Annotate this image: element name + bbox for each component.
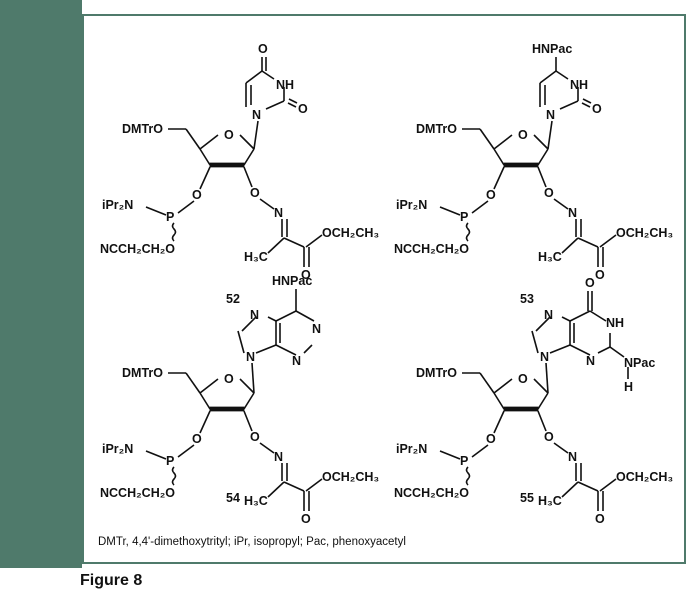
atom-o3: O — [192, 188, 202, 202]
atom-ring-o-top: O — [585, 276, 595, 290]
atom-ncc: NCCH₂CH₂O — [394, 242, 469, 256]
atom-hnpac: HNPac — [272, 274, 312, 288]
atom-o2: O — [544, 186, 554, 200]
atom-n3: N — [586, 354, 595, 368]
compound-label-54-visible: 54 — [226, 491, 240, 505]
atom-p: P — [166, 454, 174, 468]
atom-n1: N — [312, 322, 321, 336]
atom-ring-nh: NH — [570, 78, 588, 92]
atom-ring-oxygen: O — [518, 372, 528, 386]
atom-ester: OCH₂CH₃ — [322, 470, 379, 484]
atom-ring-o-top: O — [258, 42, 268, 56]
structure-55: O NH N N NPac H N O DMTrO O O P iPr₂N NC… — [394, 276, 673, 526]
atom-ipr2n: iPr₂N — [396, 198, 427, 212]
atom-n9: N — [246, 350, 255, 364]
atom-ring-oxygen: O — [224, 128, 234, 142]
atom-ester: OCH₂CH₃ — [616, 470, 673, 484]
atom-ring-n1: N — [546, 108, 555, 122]
atom-oxime-n: N — [274, 206, 283, 220]
atom-o3: O — [192, 432, 202, 446]
structure-52: O NH O N O DMTrO O O P iPr₂N NCCH₂CH₂O N… — [100, 42, 379, 306]
atom-o2: O — [544, 430, 554, 444]
structure-54: HNPac N N N N O DMTrO O O P iPr₂N NCCH₂C… — [100, 274, 379, 526]
atom-ester: OCH₂CH₃ — [322, 226, 379, 240]
left-accent-bar — [0, 0, 82, 568]
atom-p: P — [460, 210, 468, 224]
atom-ipr2n: iPr₂N — [396, 442, 427, 456]
atom-o3: O — [486, 188, 496, 202]
atom-ring-nh: NH — [276, 78, 294, 92]
atom-h: H — [624, 380, 633, 394]
atom-n7: N — [250, 308, 259, 322]
compound-label-52: 52 — [226, 292, 240, 306]
atom-oxime-n: N — [568, 206, 577, 220]
atom-o2: O — [250, 430, 260, 444]
atom-ring-o-right: O — [592, 102, 602, 116]
atom-ncc: NCCH₂CH₂O — [100, 486, 175, 500]
atom-hnpac: HNPac — [532, 42, 572, 56]
atom-o3: O — [486, 432, 496, 446]
atom-p: P — [166, 210, 174, 224]
structure-53: HNPac NH O N O DMTrO O O P iPr₂N NCCH₂CH… — [394, 42, 673, 306]
atom-p: P — [460, 454, 468, 468]
atom-carbonyl-o: O — [301, 268, 311, 282]
atom-oxime-n: N — [274, 450, 283, 464]
atom-carbonyl-o: O — [301, 512, 311, 526]
atom-ring-n1: N — [252, 108, 261, 122]
atom-npac: NPac — [624, 356, 655, 370]
atom-h3c: H₃C — [538, 494, 562, 508]
atom-ipr2n: iPr₂N — [102, 198, 133, 212]
atom-o2: O — [250, 186, 260, 200]
atom-h3c: H₃C — [538, 250, 562, 264]
figure-frame: O NH O N O DMTrO O O P iPr₂N NCCH₂CH₂O N… — [82, 14, 686, 564]
atom-ring-oxygen: O — [518, 128, 528, 142]
atom-dmtro: DMTrO — [122, 122, 163, 136]
atom-nh: NH — [606, 316, 624, 330]
compound-label-53: 53 — [520, 292, 534, 306]
figure-label: Figure 8 — [80, 572, 143, 589]
compound-label-55: 55 — [520, 491, 534, 505]
atom-carbonyl-o: O — [595, 268, 605, 282]
atom-oxime-n: N — [568, 450, 577, 464]
atom-carbonyl-o: O — [595, 512, 605, 526]
atom-ester: OCH₂CH₃ — [616, 226, 673, 240]
figure-footnote: DMTr, 4,4'-dimethoxytrityl; iPr, isoprop… — [98, 536, 406, 548]
atom-dmtro: DMTrO — [416, 122, 457, 136]
atom-ipr2n: iPr₂N — [102, 442, 133, 456]
atom-n3: N — [292, 354, 301, 368]
atom-h3c: H₃C — [244, 494, 268, 508]
chemical-structures-plate: O NH O N O DMTrO O O P iPr₂N NCCH₂CH₂O N… — [100, 42, 673, 526]
atom-ncc: NCCH₂CH₂O — [100, 242, 175, 256]
atom-dmtro: DMTrO — [122, 366, 163, 380]
atom-ring-o-right: O — [298, 102, 308, 116]
atom-n9: N — [540, 350, 549, 364]
atom-dmtro: DMTrO — [416, 366, 457, 380]
atom-ncc: NCCH₂CH₂O — [394, 486, 469, 500]
atom-h3c: H₃C — [244, 250, 268, 264]
atom-ring-oxygen: O — [224, 372, 234, 386]
atom-n7: N — [544, 308, 553, 322]
